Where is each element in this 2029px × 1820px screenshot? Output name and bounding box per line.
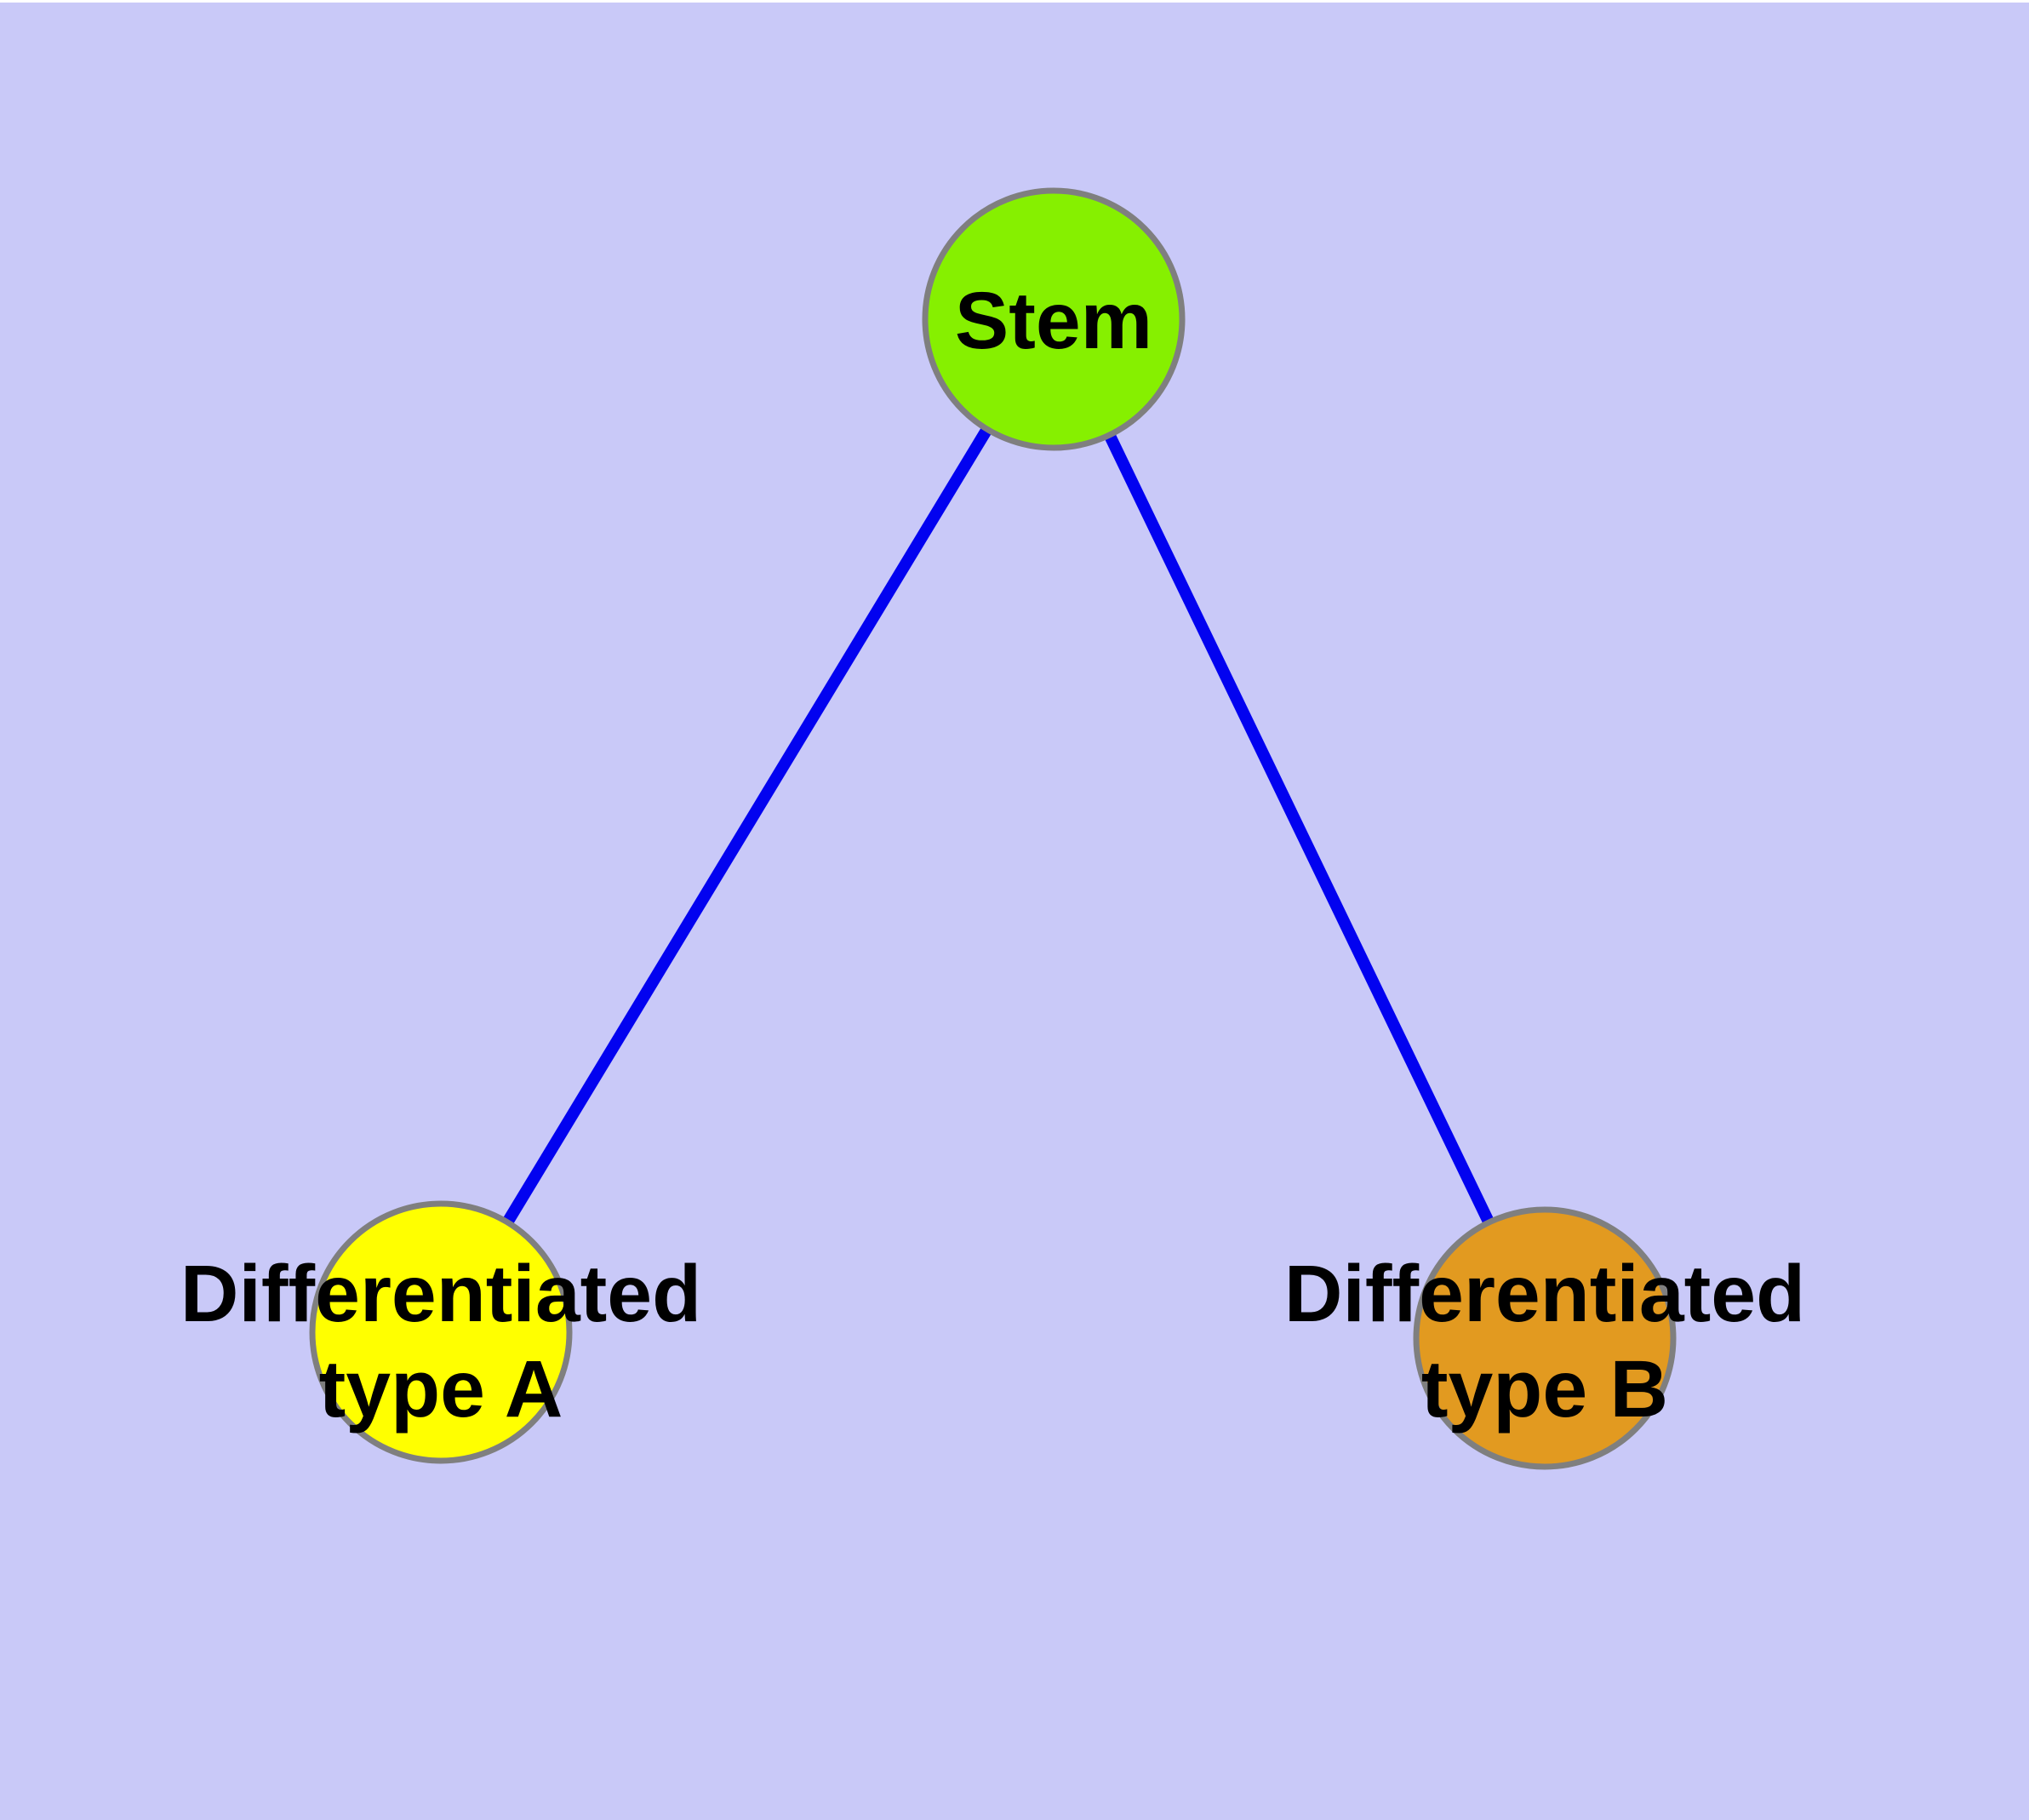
edge-stem-to-type-a [436, 316, 1059, 1336]
node-differentiated-type-b-label-line2: type B [1421, 1344, 1668, 1434]
node-differentiated-type-a-label-line2: type A [319, 1344, 563, 1434]
node-stem-label: Stem [955, 276, 1152, 366]
edge-stem-to-type-b [1048, 316, 1551, 1342]
node-differentiated-type-a-label-line1: Differentiated [180, 1249, 701, 1339]
node-differentiated-type-b [1413, 1206, 1677, 1470]
node-differentiated-type-a [309, 1200, 573, 1464]
node-differentiated-type-b-label-line1: Differentiated [1284, 1249, 1805, 1339]
node-stem [922, 187, 1186, 451]
